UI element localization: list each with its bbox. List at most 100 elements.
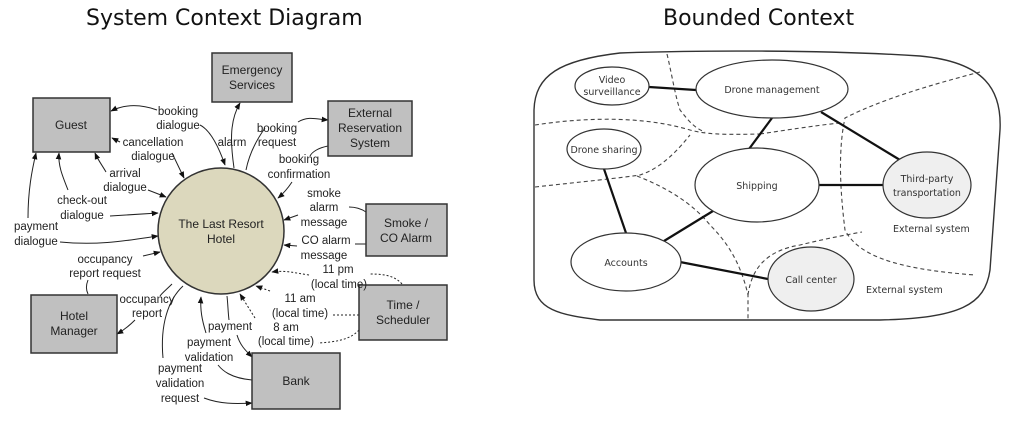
label-booking-dialogue-1: booking [158,106,198,118]
label-occ-report-1: occupancy [120,294,175,306]
entity-guest: Guest [32,97,111,153]
flow-occupancy-report-head [116,319,136,335]
smoke-label-2: CO Alarm [380,231,432,245]
flow-occupancy-report-request-head [142,250,161,257]
label-pvr-1: payment [158,363,203,375]
context-accounts: Accounts [570,232,682,292]
label-pvr-3: request [161,393,200,405]
context-third-party-transportation: Third-party transportation [882,151,972,219]
entity-hotel-manager: Hotel Manager [30,294,118,354]
rel-sharing-accounts [602,168,628,234]
central-process-hotel: The Last Resort Hotel [157,167,285,295]
label-arrival-2: dialogue [103,182,146,194]
reservation-label-2: Reservation [338,121,402,135]
emergency-label-2: Services [229,78,275,92]
flow-11pm-head [271,268,310,276]
video-label-2: surveillance [583,87,640,98]
flow-labels: booking dialogue cancellation dialogue a… [14,106,367,405]
flow-payment-validation-request-head [203,397,253,407]
flow-11pm [369,273,403,285]
label-alarm: alarm [218,137,247,149]
label-payment-validation-2: validation [185,352,234,364]
manager-label-2: Manager [50,324,97,338]
flow-booking-request-head [297,116,329,123]
flow-checkout-tail [109,210,159,217]
label-checkout-1: check-out [57,195,108,207]
label-8am-1: 8 am [273,322,299,334]
scheduler-label-2: Scheduler [376,313,430,327]
smoke-label-1: Smoke / [384,216,429,230]
flow-payment [226,295,230,321]
label-smoke-3: message [301,217,348,229]
flow-smoke-alarm-head [283,214,299,221]
label-payment-dialogue-2: dialogue [14,236,57,248]
scheduler-label-1: Time / [387,298,421,312]
flow-booking-request [245,127,266,171]
flow-cancellation-tail [171,152,185,179]
rel-accounts-callcenter [679,260,769,281]
third-party-label-2: transportation [893,188,961,199]
label-co-alarm-1: CO alarm [301,235,350,247]
bounded-context-title: Bounded Context [663,6,855,31]
call-center-label: Call center [785,275,836,286]
flow-booking-confirmation [309,145,329,157]
label-occ-report-2: report [132,308,163,320]
reservation-label-3: System [350,136,390,150]
drone-sharing-label: Drone sharing [570,145,637,156]
external-system-label-2: External system [866,285,943,296]
label-payment-validation-1: payment [187,337,232,349]
flow-payment-validation-head [197,296,207,334]
flow-smoke-alarm [348,206,367,213]
accounts-label: Accounts [604,258,647,269]
label-cancellation-2: dialogue [131,151,174,163]
flow-occupancy-report [159,283,173,297]
flow-payment-tail [59,234,159,244]
context-call-center: Call center [767,246,855,312]
flow-payment-validation [217,364,253,381]
label-pvr-2: validation [156,378,205,390]
label-11am-2: (local time) [272,308,328,320]
data-flows [27,102,403,407]
drone-mgmt-label: Drone management [724,85,820,96]
label-booking-request-2: request [258,137,297,149]
rel-video-drone [648,85,697,92]
label-smoke-2: alarm [310,202,339,214]
flow-11am-head [255,285,271,292]
external-system-label-1: External system [893,224,970,235]
label-payment: payment [208,321,253,333]
reservation-label-1: External [348,106,392,120]
flow-arrival-tail [147,189,167,198]
hotel-label-line1: The Last Resort [178,217,264,231]
emergency-label-1: Emergency [222,63,283,77]
flow-co-alarm-head [283,242,298,249]
system-context-diagram: The Last Resort Hotel Guest Emergency Se… [14,52,448,410]
context-shipping: Shipping [694,147,820,223]
rel-accounts-shipping [663,210,714,242]
context-video-surveillance: Video surveillance [574,66,650,106]
bounded-context-diagram: Video surveillance Drone management Dron… [533,50,1001,321]
label-cancellation-1: cancellation [123,137,184,149]
label-booking-request-1: booking [257,123,297,135]
flow-occupancy-report-request [86,279,89,295]
flow-cancellation-dialogue [111,137,121,144]
shipping-label: Shipping [736,181,777,192]
label-smoke-1: smoke [307,188,341,200]
hotel-label-line2: Hotel [207,232,235,246]
third-party-label-1: Third-party [900,174,954,185]
guest-label: Guest [55,118,88,132]
flow-payment-head [236,334,253,358]
label-booking-confirmation-1: booking [279,154,319,166]
system-context-diagram-title: System Context Diagram [86,6,363,31]
video-label-1: Video [599,75,626,86]
flow-payment-validation-request [161,285,184,359]
label-occ-req-1: occupancy [78,254,133,266]
label-booking-dialogue-2: dialogue [156,120,199,132]
label-co-alarm-2: message [301,250,348,262]
context-drone-sharing: Drone sharing [566,128,642,170]
flow-payment-dialogue [27,152,38,219]
label-arrival-1: arrival [109,168,140,180]
bank-label: Bank [282,374,310,388]
context-relationships [602,85,901,281]
label-11am-1: 11 am [284,293,315,305]
rel-drone-shipping [748,117,773,150]
